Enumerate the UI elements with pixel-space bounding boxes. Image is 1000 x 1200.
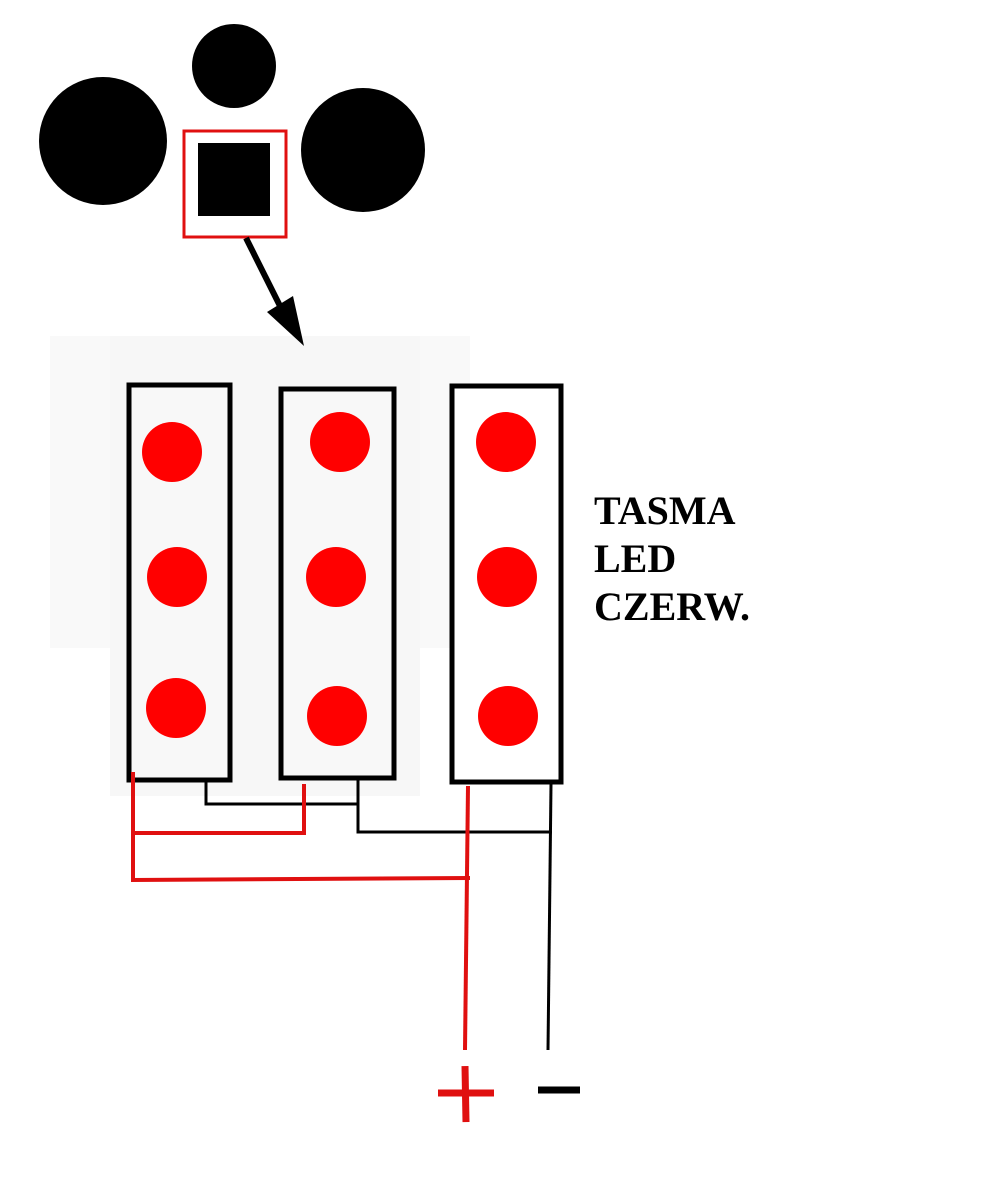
- led-dot: [146, 678, 206, 738]
- negative-wiring: [204, 778, 553, 1051]
- label-line-3: CZERW.: [594, 584, 750, 629]
- led-dot: [476, 412, 536, 472]
- arrow-icon: [243, 236, 304, 346]
- led-strip-3: [449, 383, 564, 785]
- black-square-icon: [198, 143, 270, 216]
- large-circle-left-icon: [39, 77, 167, 205]
- plus-terminal: [438, 1065, 494, 1123]
- led-dot: [478, 686, 538, 746]
- led-dot: [310, 412, 370, 472]
- label-line-1: TASMA: [594, 488, 736, 533]
- led-strip-2: [278, 386, 397, 781]
- led-dot: [306, 547, 366, 607]
- led-dot: [307, 686, 367, 746]
- label-line-2: LED: [594, 536, 676, 581]
- led-dot: [142, 422, 202, 482]
- highlight-frame: [182, 129, 288, 239]
- led-dot: [147, 547, 207, 607]
- led-dot: [477, 547, 537, 607]
- top-icon-group: [39, 24, 425, 239]
- led-strip-1: [126, 382, 233, 783]
- large-circle-right-icon: [301, 88, 425, 212]
- small-circle-icon: [192, 24, 276, 108]
- positive-wiring: [131, 772, 471, 1051]
